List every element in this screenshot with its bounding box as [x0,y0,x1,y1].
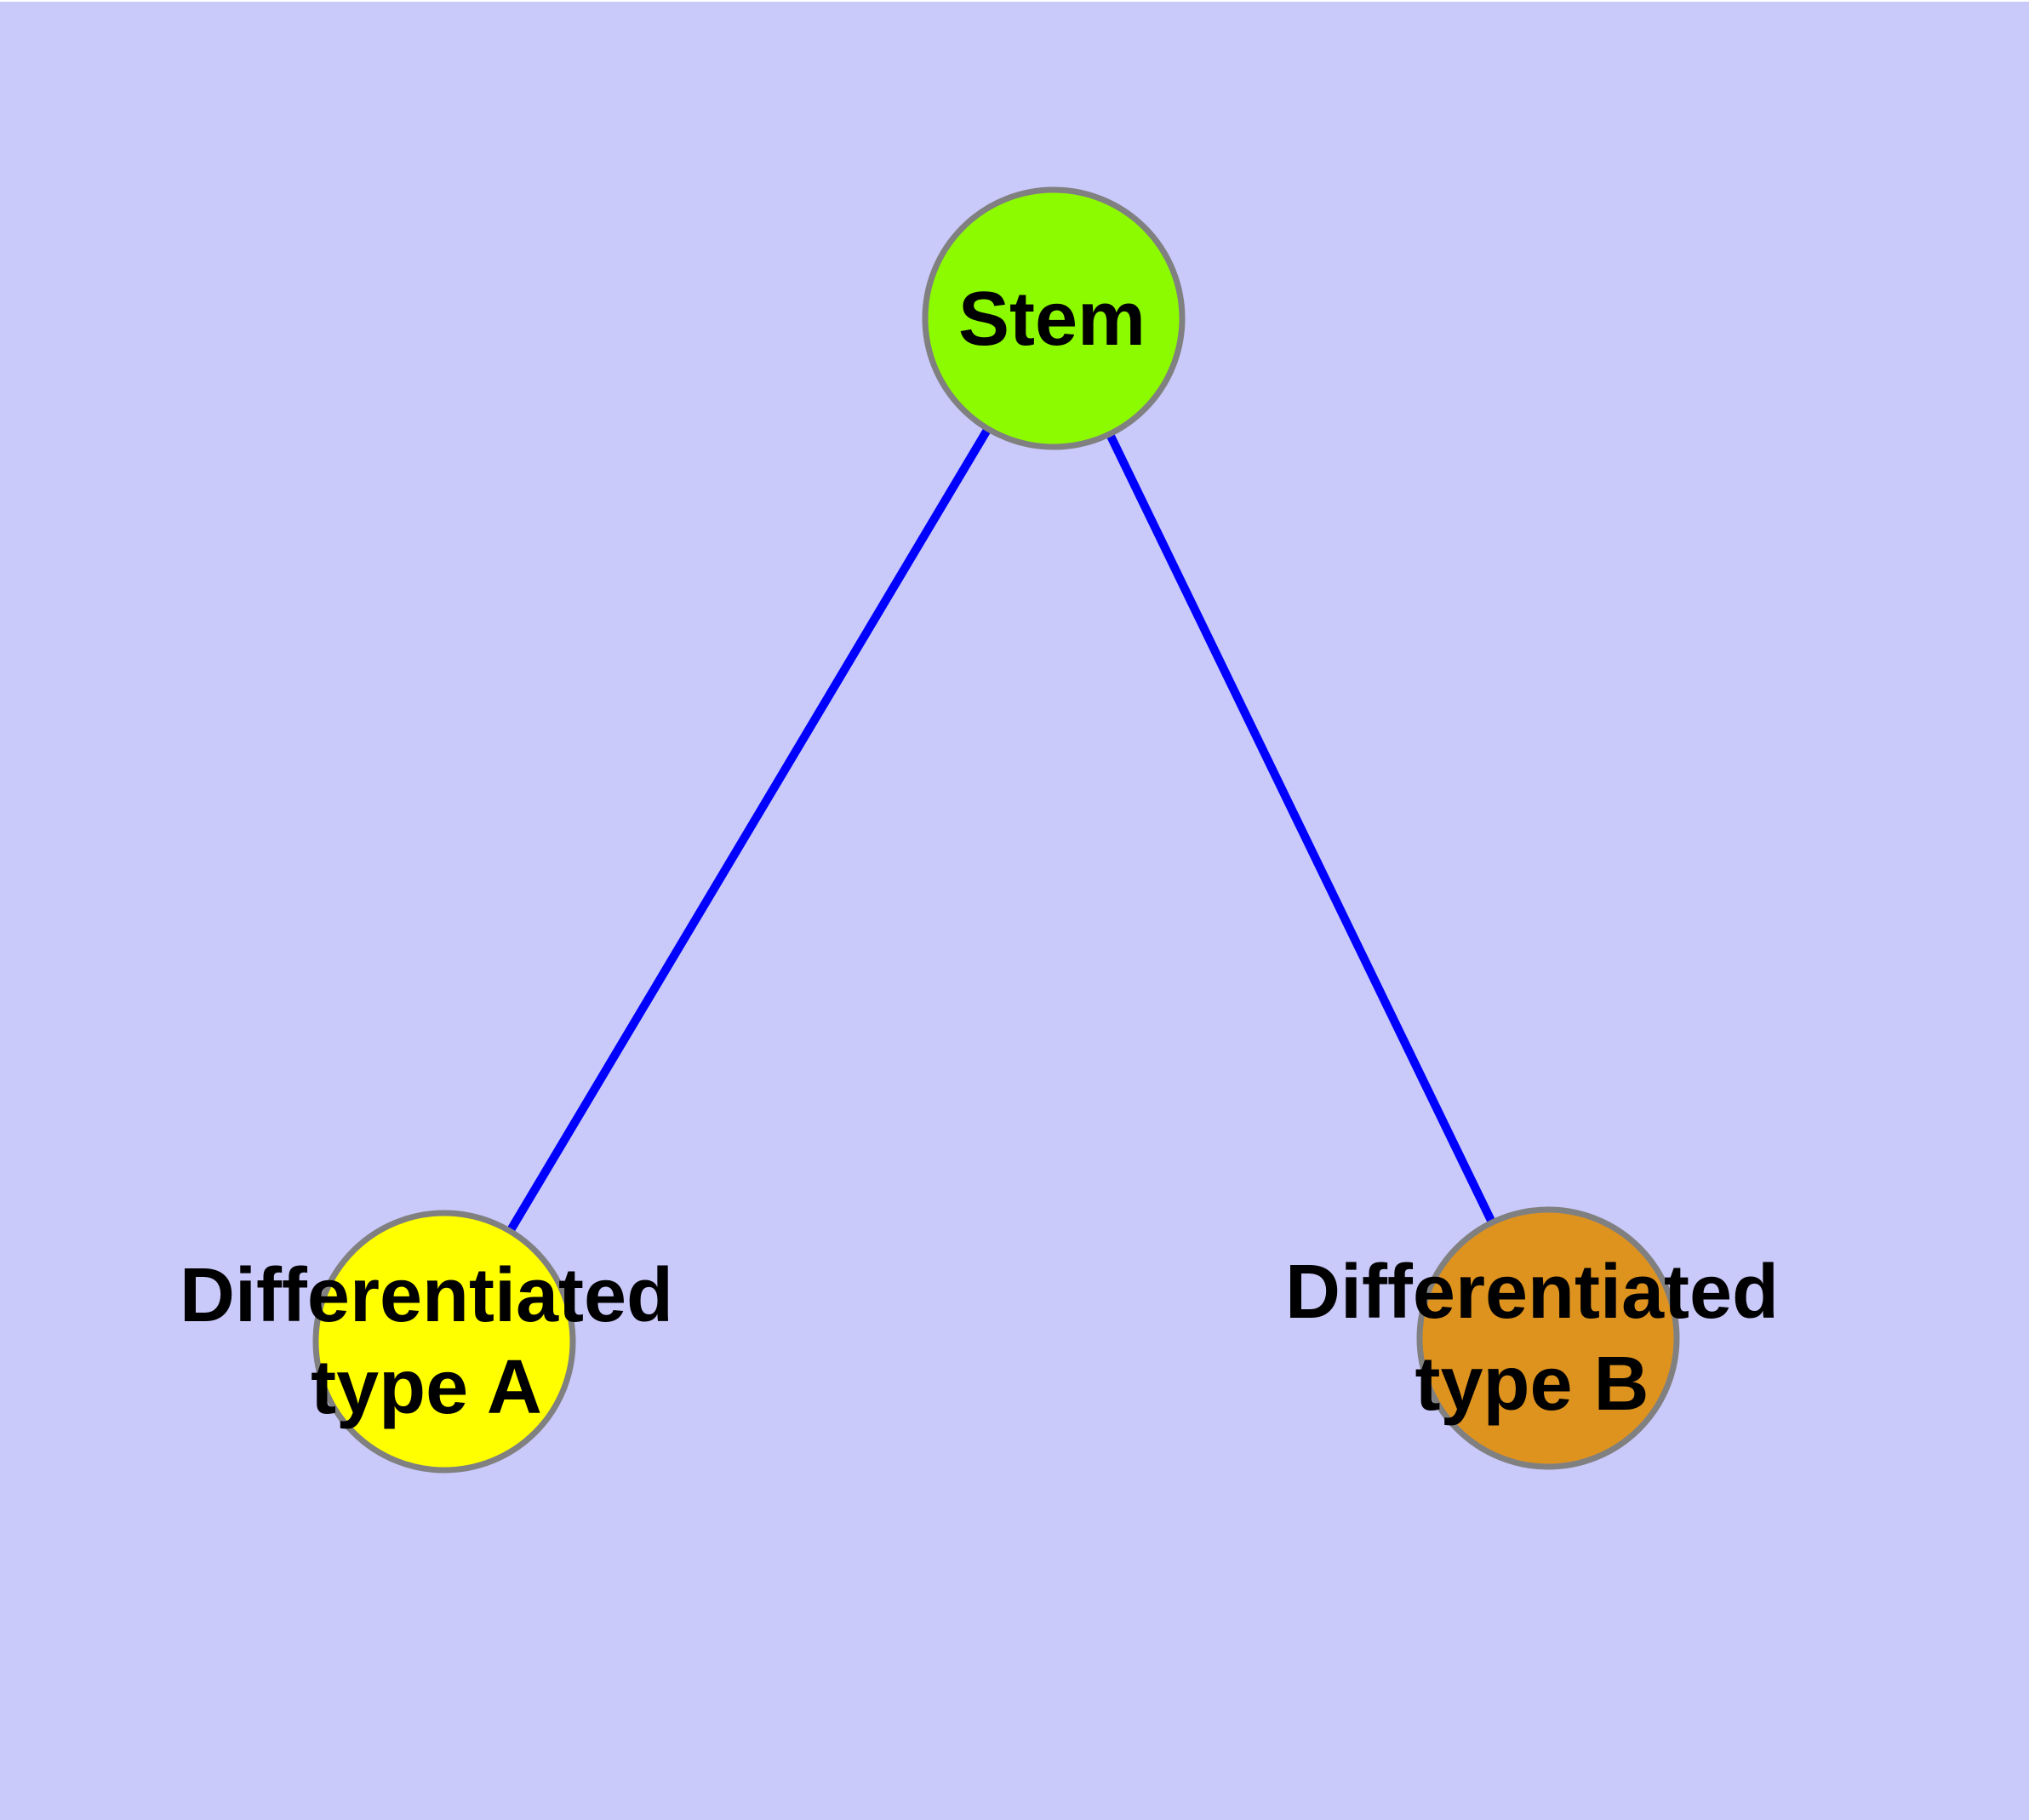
node-differentiated-type-a [312,1210,576,1474]
node-stem-label: Stem [958,277,1146,362]
node-type-b-label-line2: type B [1415,1342,1649,1427]
node-type-a-label-line1: Differentiated [180,1253,673,1338]
edge-stem-to-type-b [1049,316,1552,1341]
node-differentiated-type-b [1416,1206,1680,1470]
node-type-a-label-line2: type A [311,1345,542,1430]
node-type-b-label-line1: Differentiated [1285,1250,1779,1335]
node-stem [922,186,1186,450]
edge-stem-to-type-a [440,316,1058,1344]
